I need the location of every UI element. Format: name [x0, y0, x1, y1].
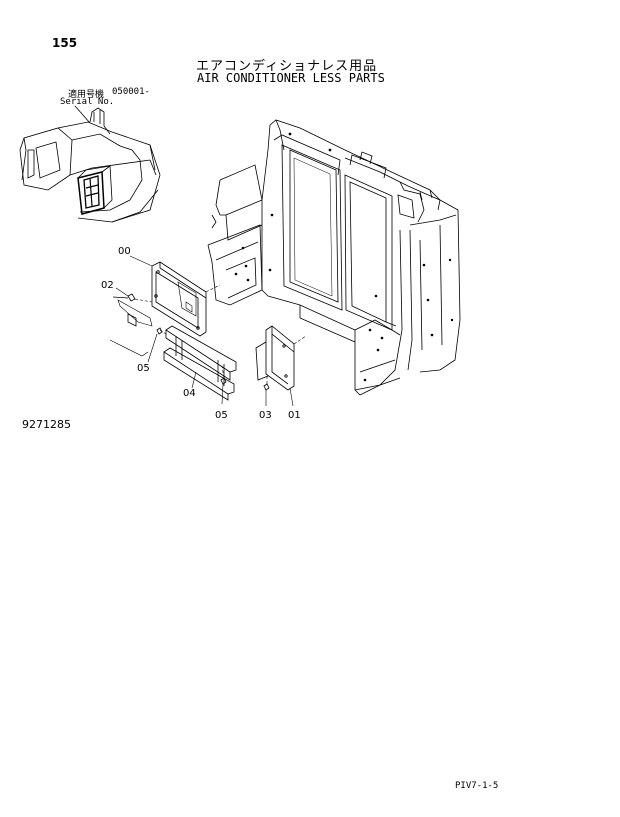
- serial-label-english: Serial No.: [60, 97, 115, 107]
- part-02-bolt: [112, 293, 136, 302]
- part-04-bracket: [163, 325, 237, 401]
- drawing-number: 9271285: [22, 418, 71, 431]
- serial-label-japanese: 適用号機: [68, 90, 105, 100]
- title-english: AIR CONDITIONER LESS PARTS: [197, 71, 385, 85]
- part-01-cover: [255, 325, 295, 391]
- callout-03: 03: [259, 410, 272, 421]
- callout-05: 05: [137, 363, 150, 374]
- serial-range: 050001-: [112, 87, 150, 97]
- part-00-panel: [151, 261, 207, 337]
- machine-overview-sketch: [19, 107, 161, 223]
- cab-frame: [207, 119, 461, 396]
- callout-05: 05: [215, 410, 228, 421]
- callout-01: 01: [288, 410, 301, 421]
- page-number: 155: [52, 36, 78, 50]
- title-japanese: エアコンディショナレス用品: [196, 59, 378, 74]
- callout-00: 00: [118, 246, 131, 257]
- callout-02: 02: [101, 280, 114, 291]
- callout-04: 04: [183, 388, 196, 399]
- footer-code: PIV7-1-5: [455, 781, 499, 791]
